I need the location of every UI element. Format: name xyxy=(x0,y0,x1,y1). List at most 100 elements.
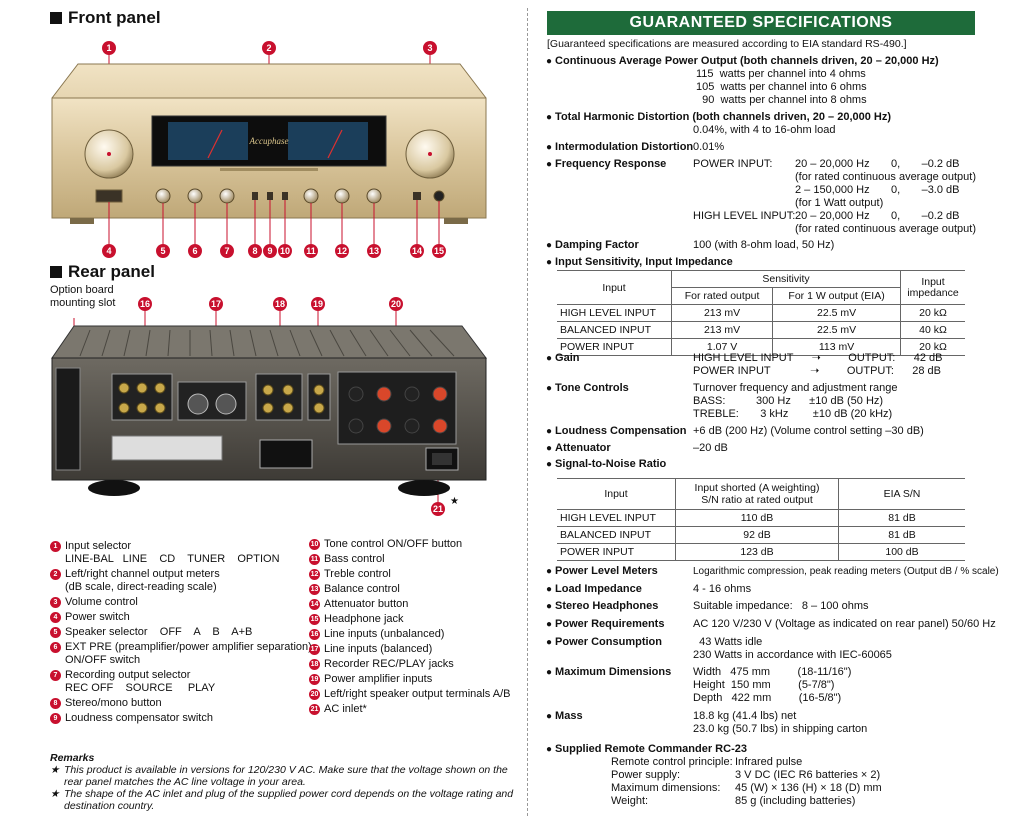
front-badge-5: 5 xyxy=(156,244,170,258)
front-badge-7: 7 xyxy=(220,244,234,258)
specs-title: GUARANTEED SPECIFICATIONS xyxy=(547,11,975,35)
table-cell: 123 dB xyxy=(675,543,839,561)
table-row: BALANCED INPUT 92 dB 81 dB xyxy=(557,526,965,544)
spec-label-snr: Signal-to-Noise Ratio xyxy=(546,458,666,470)
spec-label-dimensions: Maximum Dimensions xyxy=(546,666,671,678)
spec-label-attenuator: Attenuator xyxy=(546,442,611,454)
spec-value-imd: 0.01% xyxy=(693,141,725,153)
table-cell: 213 mV xyxy=(670,304,773,322)
spec-label-loudness: Loudness Compensation xyxy=(546,425,686,437)
legend-number-badge: 3 xyxy=(50,597,61,608)
spec-value-power: 115 watts per channel into 4 ohms 105 wa… xyxy=(696,68,867,106)
legend-text: Attenuator button xyxy=(324,598,409,610)
rear-badge-17: 17 xyxy=(209,297,223,311)
table-header: For 1 W output (EIA) xyxy=(772,287,901,305)
table-cell: 110 dB xyxy=(675,509,839,527)
front-badge-6: 6 xyxy=(188,244,202,258)
legend-text: EXT PRE (preamplifier/power amplifier se… xyxy=(65,641,312,666)
legend-text: Loudness compensator switch xyxy=(65,712,213,724)
rear-panel-figure: 16 17 18 19 20 21 ★ xyxy=(50,296,488,524)
legend-text: Power amplifier inputs xyxy=(324,673,433,685)
table-cell: POWER INPUT xyxy=(557,338,672,356)
legend-text: Tone control ON/OFF button xyxy=(324,538,463,550)
legend-text: Line inputs (balanced) xyxy=(324,643,433,655)
legend-item: 6 EXT PRE (preamplifier/power amplifier s… xyxy=(50,641,312,667)
rear-panel-drawing xyxy=(51,310,487,502)
legend-number-badge: 12 xyxy=(309,569,320,580)
legend-number-badge: 10 xyxy=(309,539,320,550)
spec-label-gain: Gain xyxy=(546,352,579,364)
spec-label-tone: Tone Controls xyxy=(546,382,629,394)
table-cell: 213 mV xyxy=(670,321,773,339)
table-cell: HIGH LEVEL INPUT xyxy=(557,304,672,322)
rear-panel-title: Rear panel xyxy=(68,262,155,281)
legend-text: Stereo/mono button xyxy=(65,697,162,709)
remark-item: ★ The shape of the AC inlet and plug of … xyxy=(50,788,520,812)
table-cell: 20 kΩ xyxy=(900,338,965,356)
rear-badge-16: 16 xyxy=(138,297,152,311)
front-panel-drawing: Accuphase xyxy=(51,54,487,244)
spec-value-power-req: AC 120 V/230 V (Voltage as indicated on … xyxy=(693,618,996,630)
table-header: Input shorted (A weighting) S/N ratio at… xyxy=(675,478,839,510)
spec-value-consumption: 43 Watts idle 230 Watts in accordance wi… xyxy=(693,636,892,661)
table-row: HIGH LEVEL INPUT 110 dB 81 dB xyxy=(557,509,965,527)
snr-table: Input Input shorted (A weighting) S/N ra… xyxy=(557,478,965,561)
legend-number-badge: 8 xyxy=(50,698,61,709)
table-cell: 20 kΩ xyxy=(900,304,965,322)
legend-item: 3 Volume control xyxy=(50,596,310,609)
column-divider xyxy=(527,8,528,816)
legend-number-badge: 2 xyxy=(50,569,61,580)
table-cell: 22.5 mV xyxy=(772,321,901,339)
legend-number-badge: 7 xyxy=(50,670,61,681)
spec-remote-values: Infrared pulse 3 V DC (IEC R6 batteries … xyxy=(735,756,882,807)
legend-text: AC inlet* xyxy=(324,703,367,715)
remark-text: This product is available in versions fo… xyxy=(64,764,508,788)
spec-label-thd: Total Harmonic Distortion (both channels… xyxy=(546,111,891,123)
legend-text: Balance control xyxy=(324,583,400,595)
legend-number-badge: 16 xyxy=(309,629,320,640)
remarks-title: Remarks xyxy=(50,752,95,764)
table-header: EIA S/N xyxy=(838,478,965,510)
table-cell: HIGH LEVEL INPUT xyxy=(557,509,676,527)
brand-logo: Accuphase xyxy=(249,136,289,146)
legend-text: Speaker selector OFF A B A+B xyxy=(65,626,253,638)
front-badge-12: 12 xyxy=(335,244,349,258)
ac-inlet-star: ★ xyxy=(450,496,459,507)
legend-text: Volume control xyxy=(65,596,138,608)
legend-text: Power switch xyxy=(65,611,130,623)
spec-value-dimensions: Width 475 mm (18-11/16") Height 150 mm (… xyxy=(693,666,852,704)
legend-item: 8 Stereo/mono button xyxy=(50,697,310,710)
spec-label-imd: Intermodulation Distortion xyxy=(546,141,693,153)
front-panel-heading: Front panel xyxy=(50,8,161,28)
option-board-label: Option board mounting slot xyxy=(50,284,116,309)
table-cell: 81 dB xyxy=(838,509,965,527)
spec-label-load: Load Impedance xyxy=(546,583,642,595)
table-header: For rated output xyxy=(670,287,773,305)
table-header: Input impedance xyxy=(900,270,965,305)
front-badge-1: 1 xyxy=(102,41,116,55)
table-cell: 92 dB xyxy=(675,526,839,544)
spec-value-freq-inputs: POWER INPUT: HIGH LEVEL INPUT: xyxy=(693,158,796,222)
legend-number-badge: 6 xyxy=(50,642,61,653)
front-badge-9: 9 xyxy=(263,244,277,258)
legend-number-badge: 20 xyxy=(309,689,320,700)
table-cell: POWER INPUT xyxy=(557,543,676,561)
spec-value-headphones: Suitable impedance: 8 – 100 ohms xyxy=(693,600,869,612)
table-header: Sensitivity xyxy=(671,270,901,288)
star-icon: ★ xyxy=(50,764,60,776)
table-cell: BALANCED INPUT xyxy=(557,321,672,339)
table-cell: 100 dB xyxy=(838,543,965,561)
spec-value-load: 4 - 16 ohms xyxy=(693,583,752,595)
front-badge-11: 11 xyxy=(304,244,318,258)
remarks: Remarks ★ This product is available in v… xyxy=(50,752,520,812)
